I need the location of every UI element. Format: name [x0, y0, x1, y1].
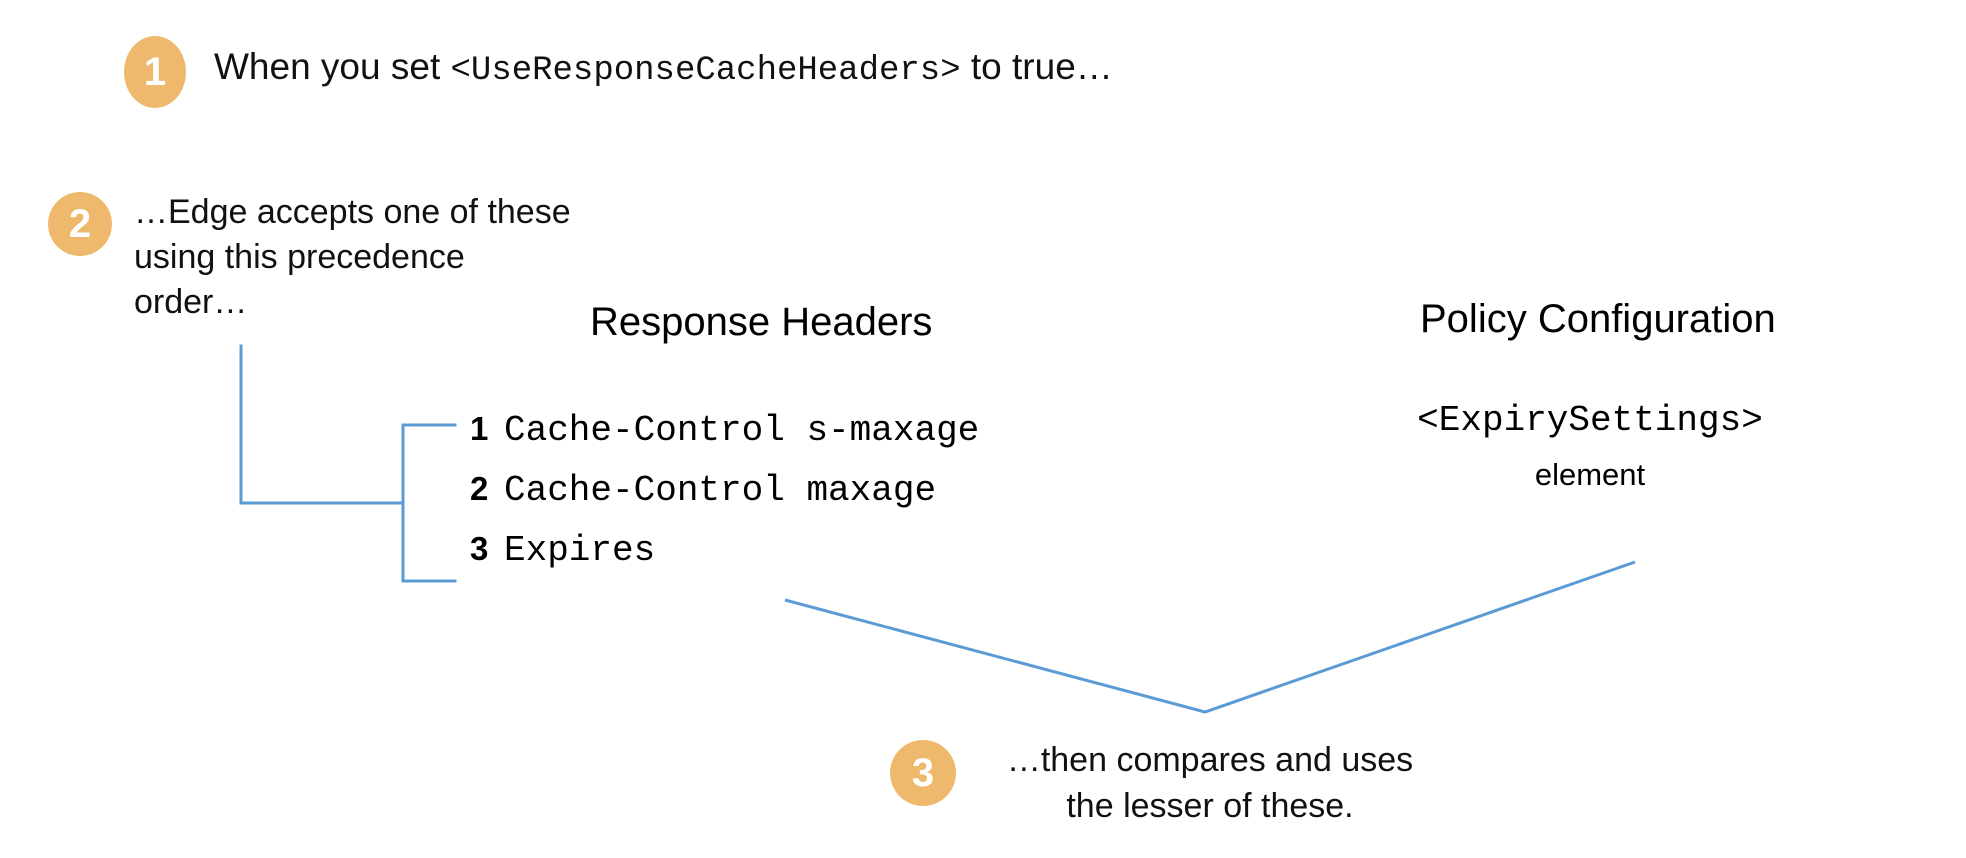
precedence-brace [401, 423, 457, 583]
precedence-header-name: Cache-Control maxage [504, 470, 937, 511]
precedence-row: 1 Cache-Control s-maxage [470, 410, 979, 470]
policy-element-name: <ExpirySettings> [1417, 400, 1763, 441]
precedence-row: 3 Expires [470, 530, 979, 590]
step-badge-3: 3 [890, 740, 956, 806]
precedence-list: 1 Cache-Control s-maxage 2 Cache-Control… [470, 410, 979, 590]
step-1-text-tail: to true… [960, 46, 1113, 87]
step-3-text: …then compares and uses the lesser of th… [1006, 741, 1414, 825]
policy-element-label: element [1534, 457, 1646, 492]
policy-configuration-body: <ExpirySettings> element [1370, 400, 1810, 493]
step-1-text-lead: When you set [214, 46, 451, 87]
precedence-index: 3 [470, 530, 489, 567]
step-badge-1: 1 [124, 36, 186, 108]
response-headers-heading: Response Headers [590, 300, 933, 344]
precedence-row: 2 Cache-Control maxage [470, 470, 979, 530]
step2-elbow-connector [239, 344, 405, 505]
precedence-index: 1 [470, 410, 489, 447]
precedence-header-name: Expires [504, 530, 656, 571]
step-2-text: …Edge accepts one of these using this pr… [134, 193, 571, 321]
step-badge-2: 2 [48, 192, 112, 256]
step-1-text: When you set <UseResponseCacheHeaders> t… [214, 44, 1113, 93]
precedence-header-name: Cache-Control s-maxage [504, 410, 980, 451]
precedence-index: 2 [470, 470, 489, 507]
step-1-config-element: <UseResponseCacheHeaders> [450, 52, 961, 90]
policy-configuration-heading: Policy Configuration [1420, 297, 1776, 341]
